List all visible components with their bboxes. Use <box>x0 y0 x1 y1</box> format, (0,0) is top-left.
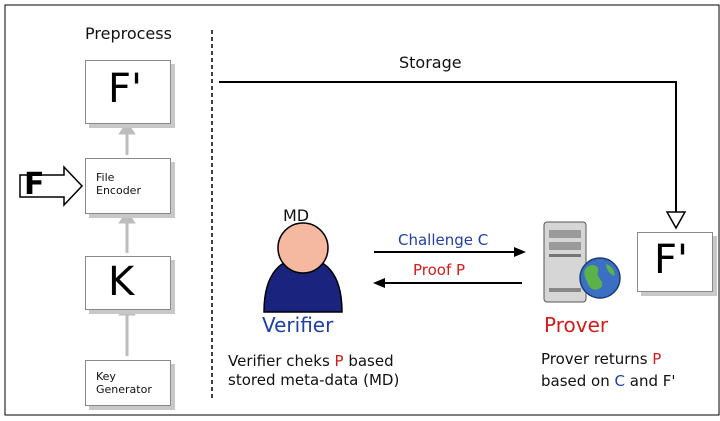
metadata-label: MD <box>283 206 310 225</box>
encoded-file-label: F' <box>108 66 143 112</box>
storage-arrowhead <box>665 211 687 230</box>
proof-label: Proof P <box>413 261 466 279</box>
storage-label: Storage <box>399 53 462 72</box>
encoded-file-box: F' <box>85 60 171 124</box>
file-encoder-box: File Encoder <box>85 158 171 214</box>
file-encoder-line2: Encoder <box>96 184 141 197</box>
verifier-label: Verifier <box>262 313 334 337</box>
challenge-label: Challenge C <box>398 231 489 249</box>
prover-description-line2: based on C and F' <box>541 372 676 390</box>
key-generator-box: Key Generator <box>85 360 171 406</box>
file-input-arrow <box>19 165 84 207</box>
frame <box>4 4 720 416</box>
prover-label: Prover <box>544 313 609 337</box>
verifier-description-line1: Verifier cheks P based <box>228 352 394 370</box>
storage-line <box>219 81 677 213</box>
file-input-label: F <box>24 167 45 202</box>
person-icon <box>263 222 343 313</box>
key-box: K <box>85 256 171 310</box>
key-generator-line2: Generator <box>96 383 152 396</box>
verifier-description-line2: stored meta-data (MD) <box>228 371 400 389</box>
file-encoder-line1: File <box>96 171 115 184</box>
prover-description-line1: Prover returns P <box>541 350 662 368</box>
key-generator-line1: Key <box>96 370 116 383</box>
key-label: K <box>108 259 135 305</box>
server-globe-icon <box>543 221 621 303</box>
prover-file-label: F' <box>654 237 689 283</box>
prover-file-box: F' <box>637 232 713 292</box>
preprocess-arrows <box>118 121 136 356</box>
preprocess-title: Preprocess <box>85 24 172 43</box>
